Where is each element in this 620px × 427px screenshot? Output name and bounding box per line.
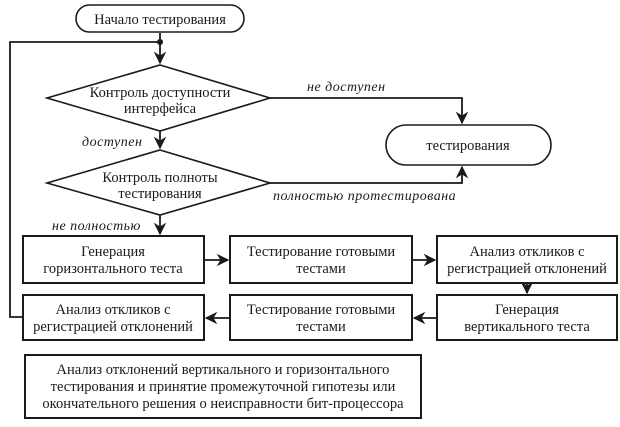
process-analysis-1: Анализ откликов с регистрацией отклонени… (436, 235, 618, 284)
label-not-fully: не полностью (52, 219, 141, 234)
decision-completeness-line1: Контроль полноты (102, 170, 217, 186)
arrow-fully-tested (270, 165, 469, 184)
decision-interface-line1: Контроль доступности (90, 85, 231, 101)
test-ready-1-line2: тестами (296, 261, 346, 277)
label-available: доступен (82, 135, 142, 150)
gen-horizontal-line1: Генерация (81, 244, 145, 260)
decision-test-completeness: Контроль полноты тестирования (44, 149, 273, 216)
final-analysis-line2: тестирования и принятие промежуточной ги… (51, 379, 396, 395)
analysis-2-line1: Анализ откликов с (55, 302, 170, 318)
test-ready-2-line1: Тестирование готовыми (247, 302, 396, 318)
decision-completeness-line2: тестирования (118, 186, 202, 202)
process-generate-vertical-test: Генерация вертикального теста (436, 294, 618, 341)
gen-horizontal-line2: горизонтального теста (43, 261, 183, 277)
decision-interface-line2: интерфейса (124, 101, 197, 117)
start-label: Начало тестирования (94, 12, 226, 28)
process-test-ready-2: Тестирование готовыми тестами (229, 294, 413, 341)
gen-vertical-line1: Генерация (495, 302, 559, 318)
gen-vertical-line2: вертикального теста (464, 319, 590, 335)
test-ready-1-line1: Тестирование готовыми (247, 244, 396, 260)
arrow-not-available (270, 97, 469, 125)
start-terminal: Начало тестирования (75, 4, 245, 33)
end-label: тестирования (426, 138, 510, 154)
analysis-1-line1: Анализ откликов с (469, 244, 584, 260)
analysis-1-line2: регистрацией отклонений (447, 261, 607, 277)
process-test-ready-1: Тестирование готовыми тестами (229, 235, 413, 284)
final-analysis-line3: окончательного решения о неисправности б… (42, 396, 404, 412)
test-ready-2-line2: тестами (296, 319, 346, 335)
analysis-2-line2: регистрацией отклонений (33, 319, 193, 335)
label-fully-tested: полностью протестирована (273, 189, 456, 204)
label-not-available: не доступен (307, 80, 386, 95)
loop-back-line (9, 41, 160, 318)
process-generate-horizontal-test: Генерация горизонтального теста (22, 235, 205, 284)
process-analysis-2: Анализ откликов с регистрацией отклонени… (22, 294, 205, 341)
final-analysis-line1: Анализ отклонений вертикального и горизо… (57, 362, 390, 378)
decision-interface-availability: Контроль доступности интерфейса (44, 64, 273, 132)
process-final-analysis: Анализ отклонений вертикального и горизо… (24, 354, 422, 419)
connectors (9, 33, 534, 325)
end-terminal: тестирования (385, 124, 552, 166)
